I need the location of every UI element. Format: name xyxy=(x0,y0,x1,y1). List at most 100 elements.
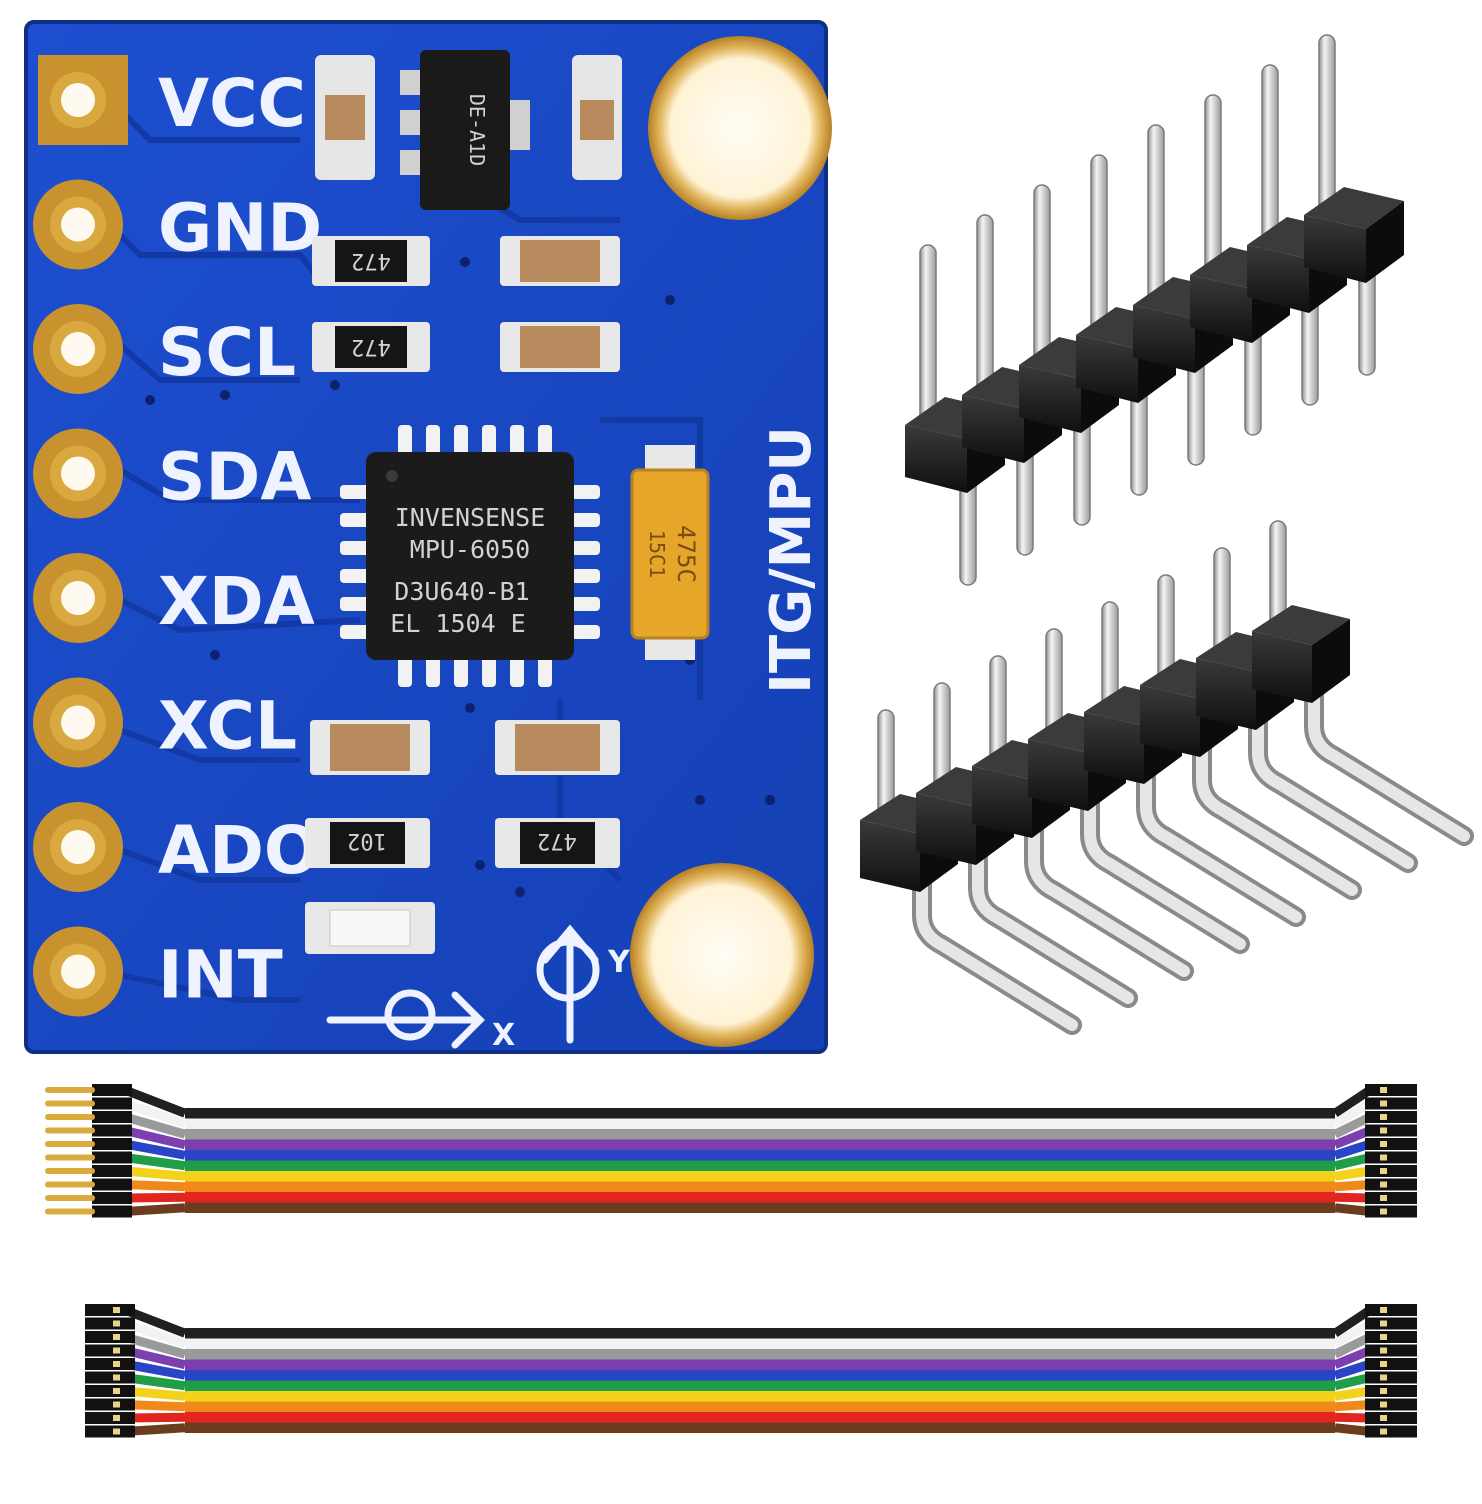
header-block xyxy=(860,820,920,892)
chip-model: MPU-6050 xyxy=(410,535,530,564)
smd-capacitor xyxy=(315,55,375,180)
chip-date: EL 1504 E xyxy=(390,609,525,638)
connector-latch xyxy=(113,1361,120,1367)
wire-fan xyxy=(1333,1126,1372,1149)
wire-fan xyxy=(124,1192,186,1203)
bent-pin xyxy=(972,842,1134,1004)
wire xyxy=(185,1422,1335,1433)
connector-latch xyxy=(1380,1168,1387,1174)
connector-latch xyxy=(113,1415,120,1421)
connector-latch xyxy=(1380,1181,1387,1188)
bent-pin xyxy=(1140,761,1302,923)
female-connector-housing xyxy=(1365,1331,1417,1343)
wire-fan xyxy=(1333,1139,1372,1160)
pin-label-int: INT xyxy=(158,937,283,1014)
connector-latch xyxy=(113,1388,120,1394)
chip-pin xyxy=(510,655,524,687)
female-connector-housing xyxy=(1365,1097,1417,1110)
female-connector-housing xyxy=(1365,1151,1417,1164)
header-block xyxy=(905,425,967,493)
wire-fan xyxy=(123,1099,187,1129)
female-connector-housing xyxy=(1365,1165,1417,1177)
voltage-regulator: DE-A1D xyxy=(400,50,530,210)
smd-capacitor xyxy=(500,236,620,286)
male-pin-tip xyxy=(45,1087,95,1093)
chip-lot: D3U640-B1 xyxy=(394,577,529,606)
chip-pin xyxy=(454,655,468,687)
male-connector-housing xyxy=(92,1205,132,1218)
female-connector-housing xyxy=(85,1371,135,1384)
bent-pin xyxy=(1028,815,1190,977)
female-connector-housing xyxy=(1365,1178,1417,1191)
wire-fan xyxy=(124,1166,186,1181)
smd-led xyxy=(305,902,435,954)
male-connector-housing xyxy=(92,1084,132,1096)
male-connector-housing xyxy=(92,1192,132,1204)
female-connector-housing xyxy=(1365,1398,1417,1411)
axis-label-y: Y xyxy=(607,945,631,980)
smd-capacitor xyxy=(495,720,620,775)
chip-pin xyxy=(482,425,496,457)
wire xyxy=(185,1202,1335,1213)
connector-latch xyxy=(1380,1401,1387,1408)
wire xyxy=(185,1118,1335,1129)
smd-capacitor xyxy=(310,720,430,775)
mounting-hole-top xyxy=(648,36,832,220)
chip-pin xyxy=(538,655,552,687)
tantalum-capacitor: 475C 15C1 xyxy=(630,445,710,660)
male-connector-housing xyxy=(92,1165,132,1177)
connector-latch xyxy=(1380,1141,1387,1147)
male-connector-housing xyxy=(92,1097,132,1110)
header-block-side xyxy=(1366,201,1404,283)
wire-fan xyxy=(1334,1412,1371,1423)
connector-latch xyxy=(113,1320,120,1327)
male-pin-tip xyxy=(45,1127,95,1134)
chip-pin xyxy=(568,625,600,639)
female-connector-housing xyxy=(85,1317,135,1330)
smd-resistor: 472 xyxy=(495,818,620,868)
wire-fan xyxy=(124,1153,186,1171)
bent-pin xyxy=(1196,734,1358,896)
wire xyxy=(185,1391,1335,1402)
wire-fan xyxy=(1334,1400,1371,1412)
right-angle-pin-header xyxy=(860,520,1474,1035)
wire-fan xyxy=(1333,1112,1372,1139)
connector-latch xyxy=(1380,1154,1387,1161)
chip-pin xyxy=(340,541,372,555)
wire xyxy=(185,1412,1335,1423)
connector-latch xyxy=(1380,1208,1387,1215)
pin-hole xyxy=(61,830,95,864)
header-block xyxy=(1252,631,1312,703)
male-connector-housing xyxy=(92,1151,132,1164)
female-connector-housing xyxy=(85,1344,135,1357)
male-connector-housing xyxy=(92,1178,132,1191)
wire xyxy=(185,1401,1335,1412)
wire-fan xyxy=(1333,1153,1372,1171)
wire xyxy=(185,1171,1335,1182)
wire-fan xyxy=(1334,1423,1371,1436)
female-connector-housing xyxy=(1365,1138,1417,1150)
tantalum-marking: 475C xyxy=(672,525,700,583)
jumper-cable-female-female xyxy=(85,1304,1417,1438)
wire-fan xyxy=(1332,1086,1373,1117)
straight-pin-header xyxy=(905,34,1404,586)
header-block-side xyxy=(1312,619,1350,703)
female-connector-housing xyxy=(85,1304,135,1316)
wire xyxy=(185,1129,1335,1140)
wire-fan xyxy=(123,1126,187,1150)
connector-latch xyxy=(1380,1428,1387,1435)
chip-pin xyxy=(340,485,372,499)
wire xyxy=(185,1160,1335,1171)
pin-label-xcl: XCL xyxy=(158,688,297,765)
pin-label-sda: SDA xyxy=(158,439,311,516)
connector-latch xyxy=(1380,1100,1387,1107)
connector-latch xyxy=(1380,1347,1387,1354)
connector-latch xyxy=(113,1347,120,1354)
chip-pin xyxy=(340,569,372,583)
wire xyxy=(185,1359,1335,1370)
header-block xyxy=(1304,215,1366,283)
wire xyxy=(185,1139,1335,1150)
